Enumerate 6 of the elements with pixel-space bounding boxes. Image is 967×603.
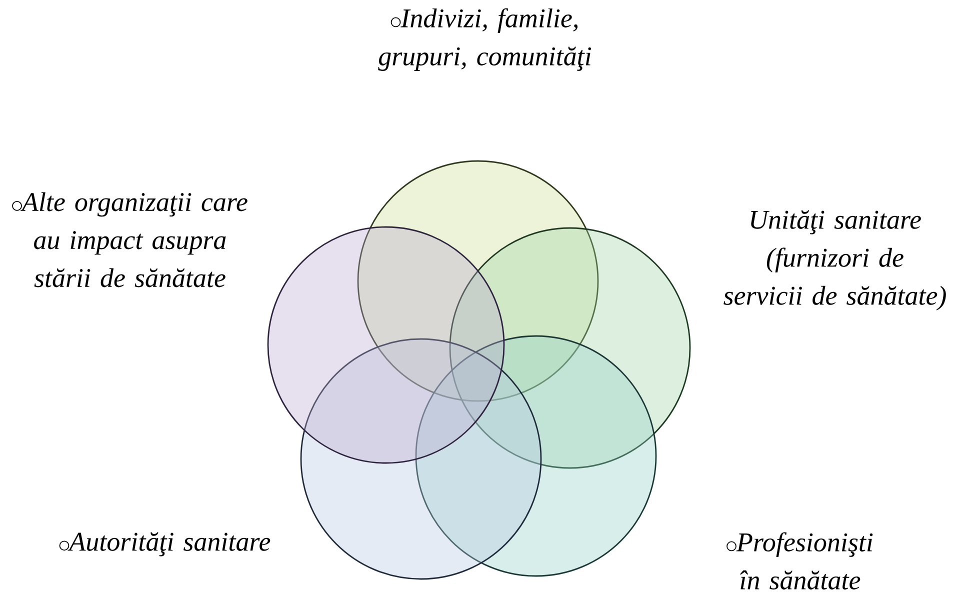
circle-label: Indivizi, familie, grupuri, comunităţi (378, 8, 592, 71)
circle-label: Profesionişti în sănătate (726, 532, 873, 590)
circle-shape (267, 226, 505, 464)
circle-label: Unităţi sanitare (furnizori de servicii de sănătate) (724, 210, 946, 310)
circle-label: Alte organizaţii care au impact asupra stării de sănătate (12, 192, 248, 288)
circle-label: Autorităţi sanitare (59, 532, 270, 556)
